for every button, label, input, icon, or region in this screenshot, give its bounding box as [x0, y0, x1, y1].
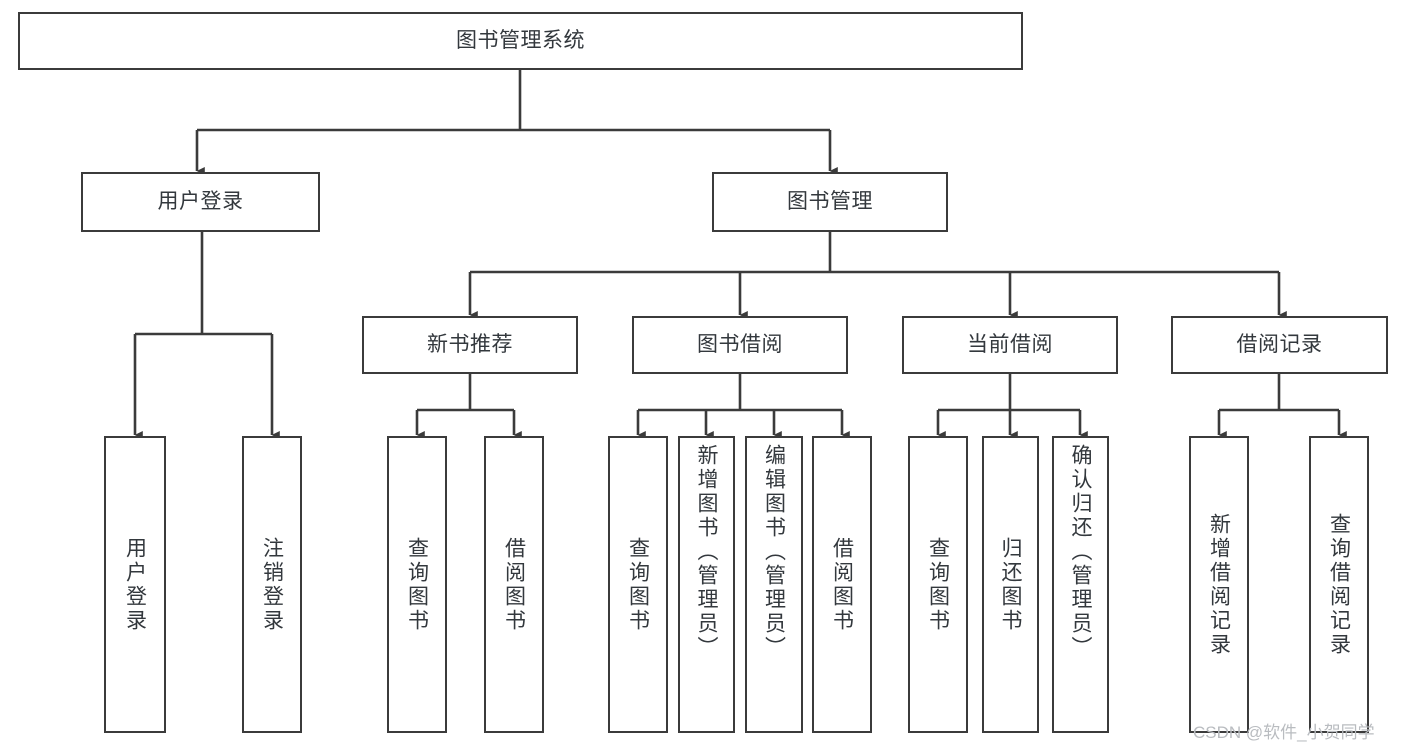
- node-label: 用户登录: [157, 189, 244, 213]
- node-borrow-record[interactable]: 借阅记录: [1171, 316, 1388, 374]
- node-leaf-add-book[interactable]: 新增图书（管理员）: [678, 436, 735, 733]
- node-label: 编辑图书（管理员）: [762, 444, 786, 660]
- connector-group: [133, 70, 1347, 440]
- node-leaf-query-record[interactable]: 查询借阅记录: [1309, 436, 1369, 733]
- node-label: 图书管理系统: [456, 28, 585, 52]
- node-label: 图书借阅: [697, 332, 783, 356]
- node-user-login[interactable]: 用户登录: [81, 172, 320, 232]
- node-leaf-borrow-book-1[interactable]: 借阅图书: [484, 436, 544, 733]
- node-book-manage[interactable]: 图书管理: [712, 172, 948, 232]
- node-leaf-query-book-3[interactable]: 查询图书: [908, 436, 968, 733]
- node-leaf-return-book[interactable]: 归还图书: [982, 436, 1039, 733]
- node-label: 确认归还（管理员）: [1069, 444, 1092, 660]
- node-label: 借阅记录: [1236, 332, 1323, 356]
- node-label: 查询图书: [405, 536, 429, 633]
- node-label: 查询图书: [926, 536, 950, 633]
- node-label: 借阅图书: [830, 536, 854, 633]
- node-label: 新增借阅记录: [1207, 512, 1231, 657]
- node-label: 用户登录: [123, 536, 147, 633]
- node-current-borrow[interactable]: 当前借阅: [902, 316, 1118, 374]
- node-leaf-add-record[interactable]: 新增借阅记录: [1189, 436, 1249, 733]
- csdn-watermark: CSDN @软件_小贺同学: [1193, 723, 1375, 742]
- node-leaf-query-book-2[interactable]: 查询图书: [608, 436, 668, 733]
- node-label: 归还图书: [999, 536, 1022, 633]
- node-label: 图书管理: [787, 189, 873, 213]
- node-label: 查询图书: [626, 536, 650, 633]
- node-root[interactable]: 图书管理系统: [18, 12, 1023, 70]
- node-label: 新增图书（管理员）: [695, 444, 718, 660]
- node-leaf-logout-login[interactable]: 注销登录: [242, 436, 302, 733]
- node-label: 当前借阅: [967, 332, 1053, 356]
- node-leaf-user-login[interactable]: 用户登录: [104, 436, 166, 733]
- node-label: 查询借阅记录: [1327, 512, 1351, 657]
- node-label: 新书推荐: [427, 332, 513, 356]
- node-leaf-query-book-1[interactable]: 查询图书: [387, 436, 447, 733]
- node-leaf-confirm-return[interactable]: 确认归还（管理员）: [1052, 436, 1109, 733]
- node-label: 借阅图书: [502, 536, 526, 633]
- node-leaf-edit-book[interactable]: 编辑图书（管理员）: [745, 436, 803, 733]
- node-label: 注销登录: [260, 536, 284, 633]
- node-new-book-recommend[interactable]: 新书推荐: [362, 316, 578, 374]
- node-book-borrow[interactable]: 图书借阅: [632, 316, 848, 374]
- node-leaf-borrow-book-2[interactable]: 借阅图书: [812, 436, 872, 733]
